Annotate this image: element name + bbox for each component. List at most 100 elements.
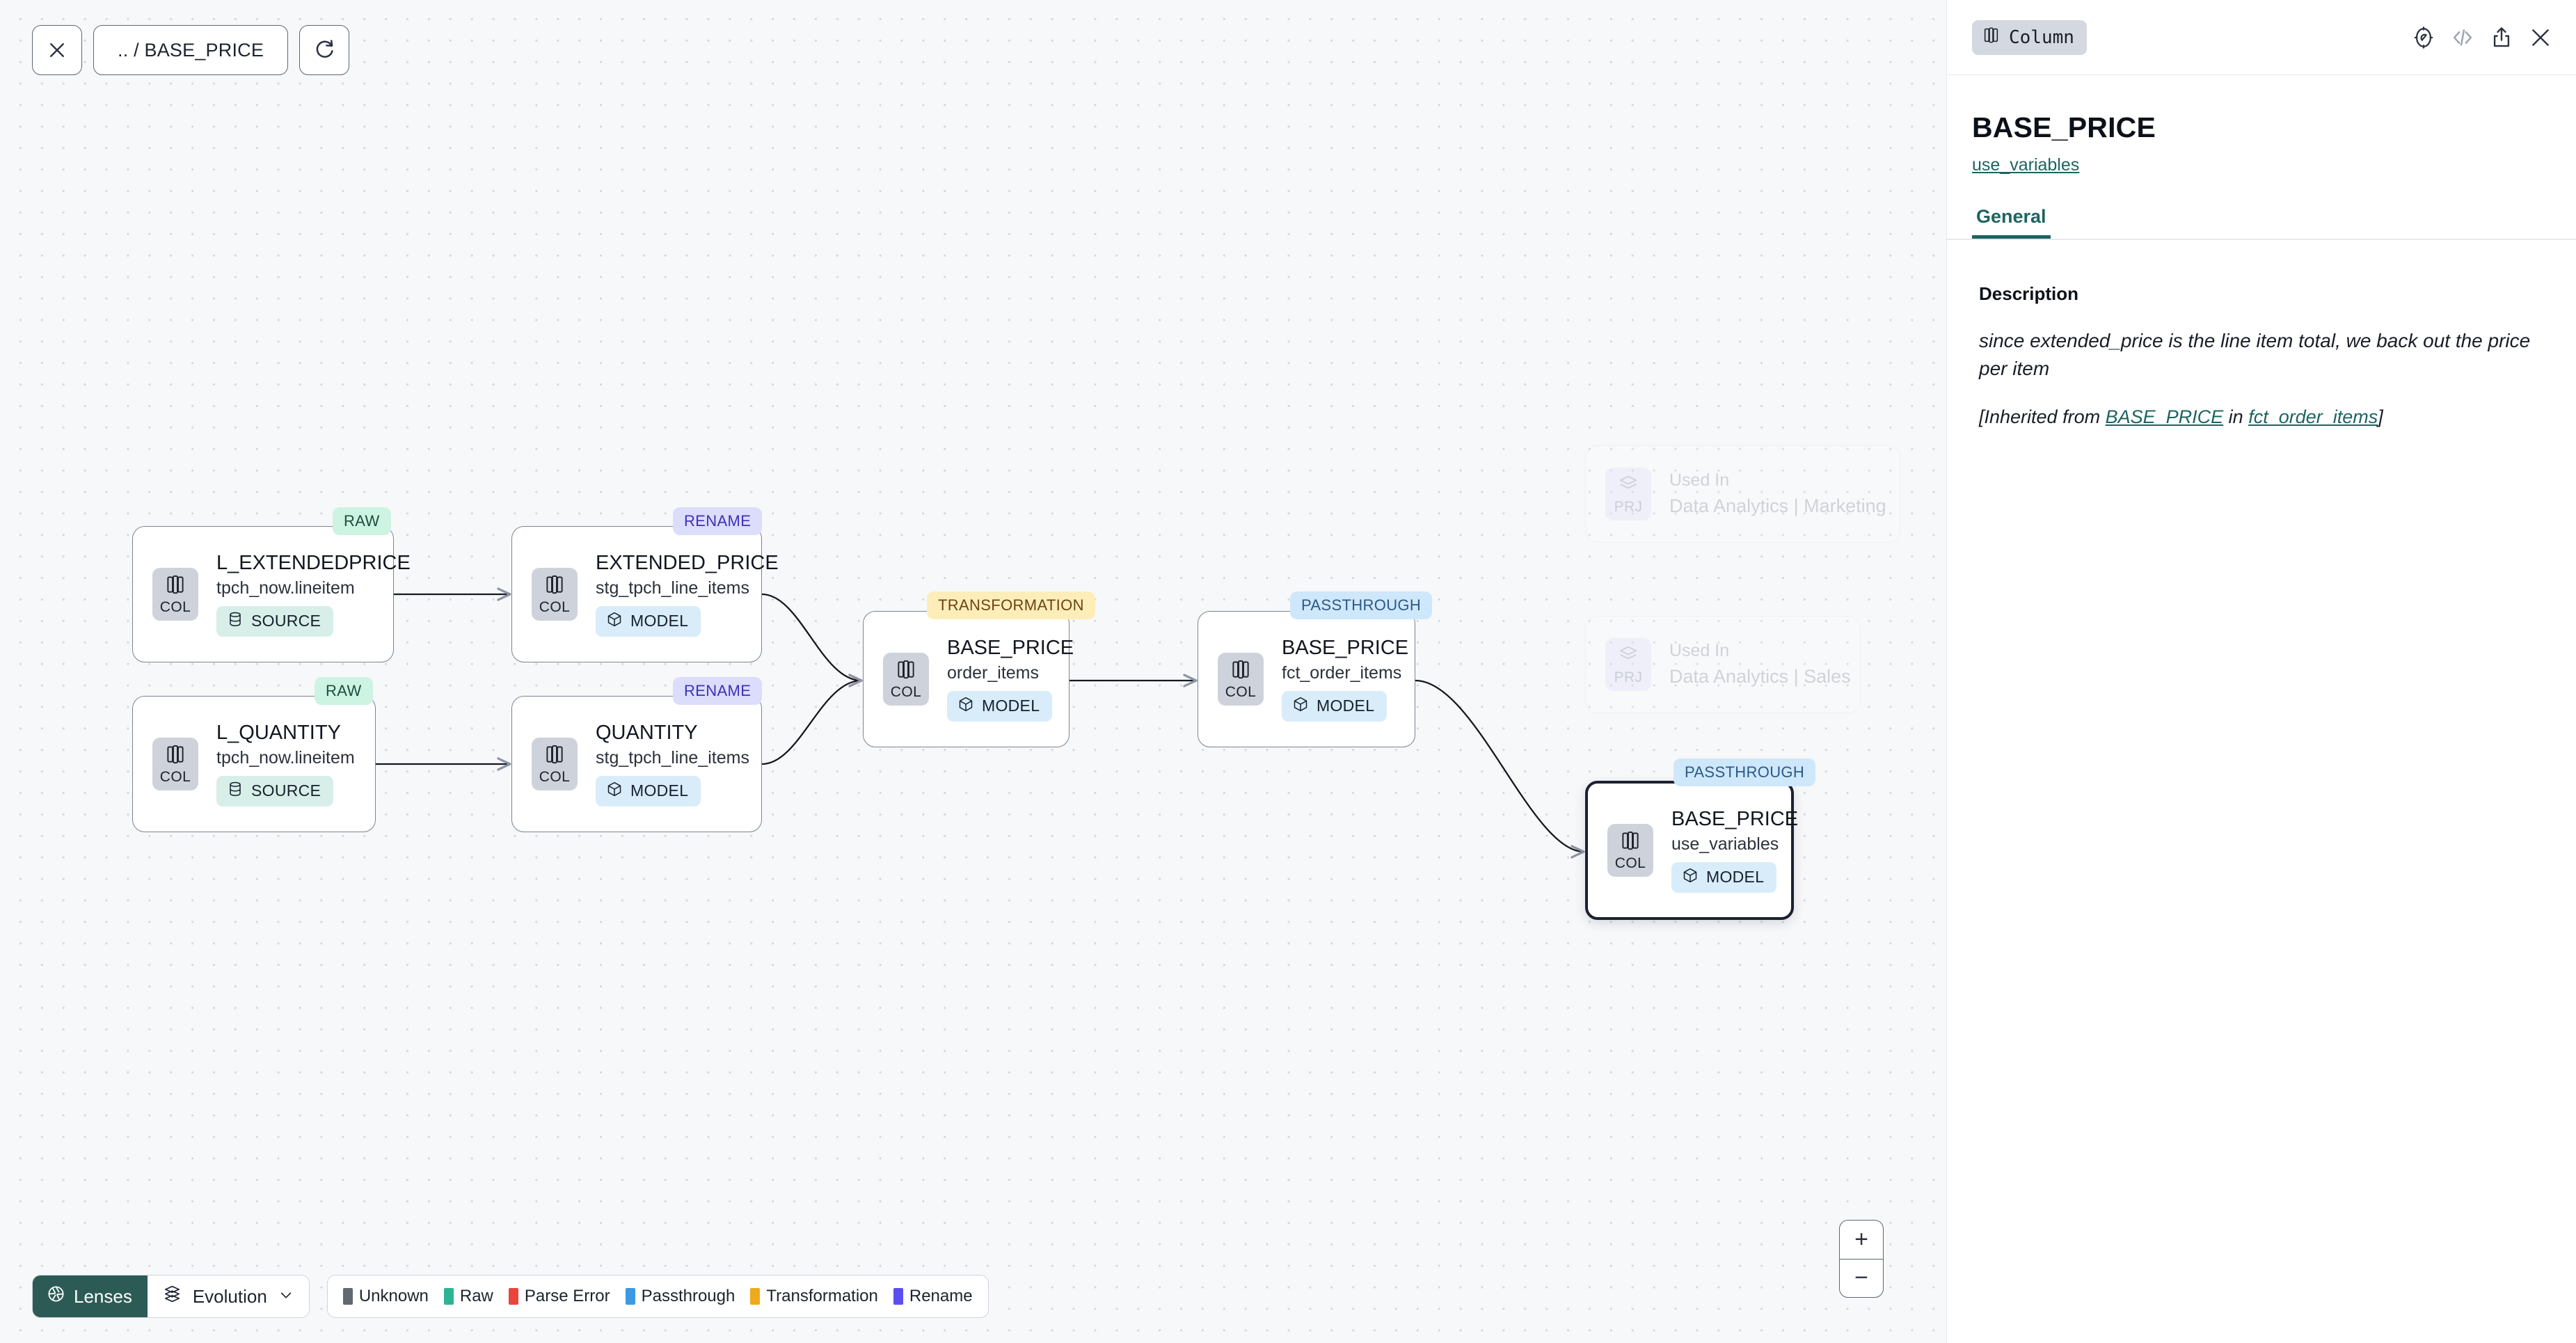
cube-icon: [1682, 867, 1699, 888]
node-title: BASE_PRICE: [1282, 637, 1409, 660]
evolution-dropdown[interactable]: Evolution: [147, 1276, 309, 1317]
column-type-chip: COL: [152, 568, 198, 621]
column-type-chip: COL: [532, 568, 578, 621]
legend-item[interactable]: Parse Error: [508, 1287, 610, 1306]
materialization-label: SOURCE: [251, 612, 321, 630]
legend-item[interactable]: Passthrough: [625, 1287, 735, 1306]
legend-swatch: [750, 1288, 761, 1305]
column-icon: [544, 574, 565, 598]
used-in-node[interactable]: PRJ Used In Data Analytics | Sales: [1585, 616, 1861, 713]
parent-model-link[interactable]: use_variables: [1972, 155, 2080, 175]
legend-swatch: [625, 1288, 635, 1305]
used-in-node[interactable]: PRJ Used In Data Analytics | Marketing: [1585, 445, 1900, 543]
breadcrumb[interactable]: .. / BASE_PRICE: [93, 25, 289, 75]
entity-kind-label: Column: [2009, 26, 2074, 48]
column-icon: [1230, 659, 1251, 683]
entity-kind-badge[interactable]: Column: [1972, 19, 2087, 55]
cube-icon: [606, 611, 623, 632]
refresh-button[interactable]: [299, 25, 350, 75]
materialization-badge: SOURCE: [216, 605, 334, 637]
inherited-from-note: [Inherited from BASE_PRICE in fct_order_…: [1979, 404, 2544, 430]
column-icon: [1620, 830, 1641, 855]
column-type-label: COL: [539, 599, 571, 615]
share-icon[interactable]: [2490, 26, 2513, 49]
column-type-label: COL: [890, 684, 922, 700]
legend-item[interactable]: Raw: [443, 1287, 493, 1306]
node-title: L_EXTENDEDPRICE: [216, 552, 411, 575]
close-graph-button[interactable]: [32, 25, 82, 75]
node-info: Used In Data Analytics | Sales: [1669, 640, 1851, 689]
cube-icon: [1292, 696, 1309, 717]
legend-label: Unknown: [358, 1287, 429, 1305]
lens-selector-group: Lenses Evolution: [32, 1275, 310, 1318]
materialization-badge: MODEL: [1282, 690, 1388, 722]
column-type-chip: COL: [1607, 824, 1653, 877]
inherited-suffix: ]: [2378, 406, 2383, 427]
cube-icon: [606, 781, 623, 802]
zoom-in-button[interactable]: +: [1840, 1221, 1883, 1259]
tab-general[interactable]: General: [1972, 206, 2051, 239]
node-subtitle: order_items: [947, 662, 1039, 683]
node-subtitle: tpch_now.lineitem: [216, 578, 355, 598]
materialization-badge: MODEL: [1671, 861, 1777, 893]
used-in-title: Data Analytics | Marketing: [1669, 495, 1886, 517]
node-subtitle: fct_order_items: [1282, 662, 1402, 683]
legend-label: Raw: [459, 1287, 493, 1305]
column-icon: [165, 744, 186, 768]
legend-item[interactable]: Unknown: [342, 1287, 429, 1306]
zoom-out-button[interactable]: −: [1854, 1264, 1868, 1292]
code-icon[interactable]: [2451, 26, 2474, 49]
lenses-button[interactable]: Lenses: [33, 1276, 148, 1317]
inherited-column-link[interactable]: BASE_PRICE: [2105, 406, 2224, 427]
lens-legend: Unknown Raw Parse Error Passthrough Transfor…: [326, 1275, 989, 1318]
column-type-label: COL: [159, 599, 191, 615]
node-subtitle: stg_tpch_line_items: [596, 578, 749, 598]
materialization-badge: SOURCE: [216, 775, 334, 806]
compass-icon[interactable]: [2412, 26, 2435, 49]
legend-item[interactable]: Transformation: [750, 1287, 878, 1306]
stacked-layers-icon: [163, 1285, 182, 1308]
close-icon[interactable]: [2529, 26, 2552, 49]
layers-icon: [1618, 644, 1639, 669]
column-type-label: COL: [539, 769, 571, 785]
lineage-canvas[interactable]: .. / BASE_PRICE: [0, 0, 1946, 1343]
legend-label: Parse Error: [524, 1287, 610, 1305]
legend-item[interactable]: Rename: [893, 1287, 973, 1306]
materialization-badge: MODEL: [947, 690, 1053, 722]
node-title: EXTENDED_PRICE: [596, 552, 779, 575]
lens-tag: RAW: [333, 507, 391, 535]
layers-icon: [1618, 474, 1639, 498]
node-subtitle: stg_tpch_line_items: [596, 747, 749, 768]
node-title: BASE_PRICE: [947, 637, 1074, 660]
evolution-label: Evolution: [192, 1285, 267, 1307]
materialization-label: MODEL: [630, 781, 689, 800]
inherited-middle: in: [2223, 406, 2249, 427]
node-title: QUANTITY: [596, 722, 698, 745]
column-type-chip: COL: [1218, 653, 1264, 706]
node-title: BASE_PRICE: [1671, 808, 1799, 831]
node-title: L_QUANTITY: [216, 722, 341, 745]
project-type-chip: PRJ: [1605, 638, 1651, 691]
lens-tag: RENAME: [673, 677, 763, 705]
project-type-label: PRJ: [1614, 669, 1643, 685]
project-type-chip: PRJ: [1605, 468, 1651, 520]
used-in-caption: Used In: [1669, 641, 1730, 660]
node-body: PRJ Used In Data Analytics | Marketing: [1586, 446, 1900, 542]
inherited-model-link[interactable]: fct_order_items: [2248, 406, 2378, 427]
